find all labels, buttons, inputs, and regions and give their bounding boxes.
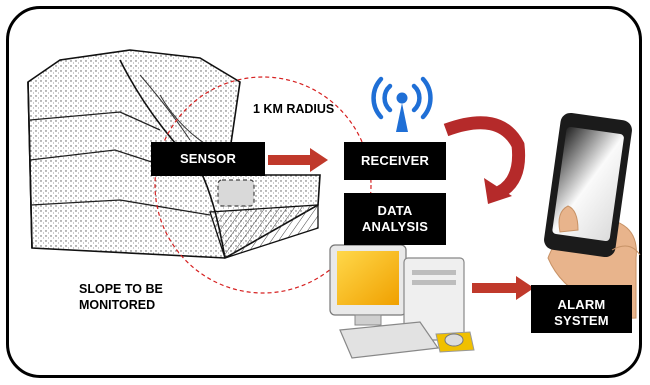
curved-arrow-icon (443, 116, 526, 204)
arrow-sensor-to-receiver (268, 148, 328, 172)
radius-label: 1 KM RADIUS (253, 102, 335, 116)
desktop-computer-icon (329, 244, 475, 359)
radius-circle (154, 76, 372, 294)
receiver-label-text: RECEIVER (360, 153, 430, 168)
sensor-label-text: SENSOR (179, 151, 237, 166)
sensor-device-icon (217, 179, 255, 207)
sensor-label: SENSOR (151, 142, 265, 176)
smartphone-in-hand-icon (544, 112, 641, 319)
data-analysis-label-text: DATA ANALYSIS (361, 203, 429, 234)
alarm-system-label-text: ALARM SYSTEM (554, 297, 609, 328)
slope-label: SLOPE TO BE MONITORED (79, 282, 163, 312)
alarm-system-label: ALARM SYSTEM (531, 285, 632, 333)
data-analysis-label: DATA ANALYSIS (344, 193, 446, 245)
wifi-antenna-icon (371, 76, 433, 132)
receiver-label: RECEIVER (344, 142, 446, 180)
arrow-computer-to-alarm (472, 276, 534, 300)
